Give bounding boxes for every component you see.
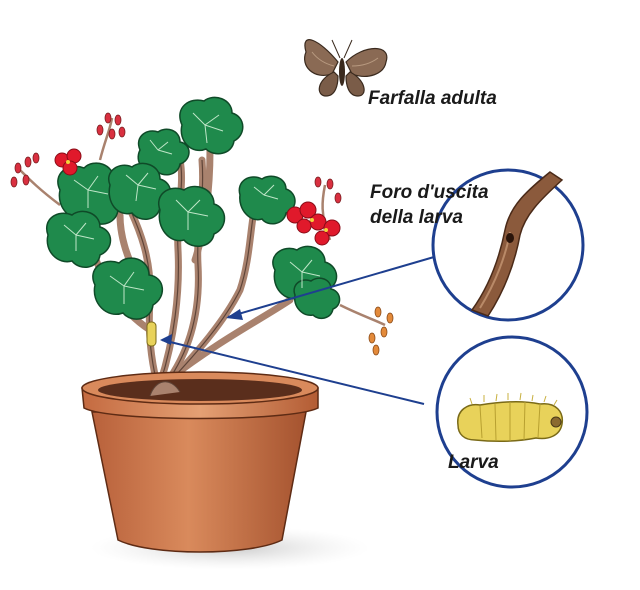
exit-hole <box>506 233 514 243</box>
flower-centers <box>66 160 328 232</box>
red-flowers <box>54 148 341 246</box>
label-exit-hole-line2: della larva <box>370 207 463 228</box>
flower-pot <box>81 371 319 553</box>
label-exit-hole: Foro d'uscita della larva <box>370 180 489 230</box>
label-adult-butterfly: Farfalla adulta <box>368 88 497 109</box>
larva-on-stem <box>146 321 157 347</box>
leaf-veins <box>63 112 321 304</box>
label-exit-hole-line1: Foro d'uscita <box>370 182 489 203</box>
larva-icon <box>457 392 564 443</box>
branch-closeup <box>431 168 585 322</box>
callout-arrowheads <box>160 309 243 345</box>
flower-buds <box>10 112 342 204</box>
callout-lines <box>161 256 435 405</box>
larva-closeup <box>435 335 589 489</box>
label-larva: Larva <box>448 452 499 473</box>
orange-buds <box>368 306 394 356</box>
butterfly-icon <box>304 39 388 97</box>
